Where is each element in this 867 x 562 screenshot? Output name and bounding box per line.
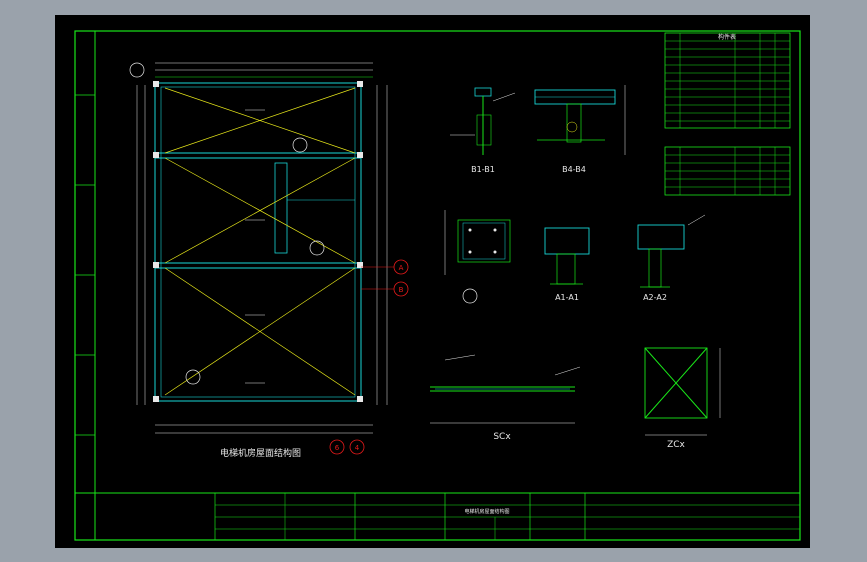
axis-label-a: A	[399, 264, 404, 272]
title-block	[75, 492, 800, 540]
label-b1: B1-B1	[471, 165, 495, 174]
axis-bubble-6	[329, 439, 345, 455]
axis-label-b: B	[399, 286, 404, 294]
drawing-sheet: 电梯机房屋面结构图 构件表 B1-B1 B4-B4 A1-A1 A2-A2 SC…	[55, 15, 810, 548]
roof-framing-plan	[129, 62, 409, 455]
label-b4: B4-B4	[562, 165, 586, 174]
section-a2	[637, 214, 706, 288]
section-b1	[450, 87, 516, 155]
member-table	[664, 32, 791, 196]
plan-title: 电梯机房屋面结构图	[220, 447, 301, 459]
axis-bubble-4	[349, 439, 365, 455]
title-block-drawing-name: 电梯机房屋面结构图	[464, 508, 509, 515]
label-zcx: ZCx	[667, 440, 685, 450]
section-b4	[534, 85, 626, 155]
sc-brace-detail	[430, 354, 581, 424]
axis-label-6: 6	[335, 444, 340, 452]
label-a1: A1-A1	[555, 293, 579, 302]
drawing-frame	[74, 30, 801, 541]
table-title: 构件表	[718, 33, 736, 41]
axis-label-4: 4	[355, 444, 360, 452]
section-a1	[544, 227, 590, 285]
cad-drawing: 电梯机房屋面结构图 构件表 B1-B1 B4-B4 A1-A1 A2-A2 SC…	[74, 30, 801, 541]
zc-brace-detail	[644, 347, 721, 436]
connection-detail	[444, 210, 511, 304]
label-a2: A2-A2	[643, 293, 667, 302]
label-scx: SCx	[493, 432, 511, 442]
